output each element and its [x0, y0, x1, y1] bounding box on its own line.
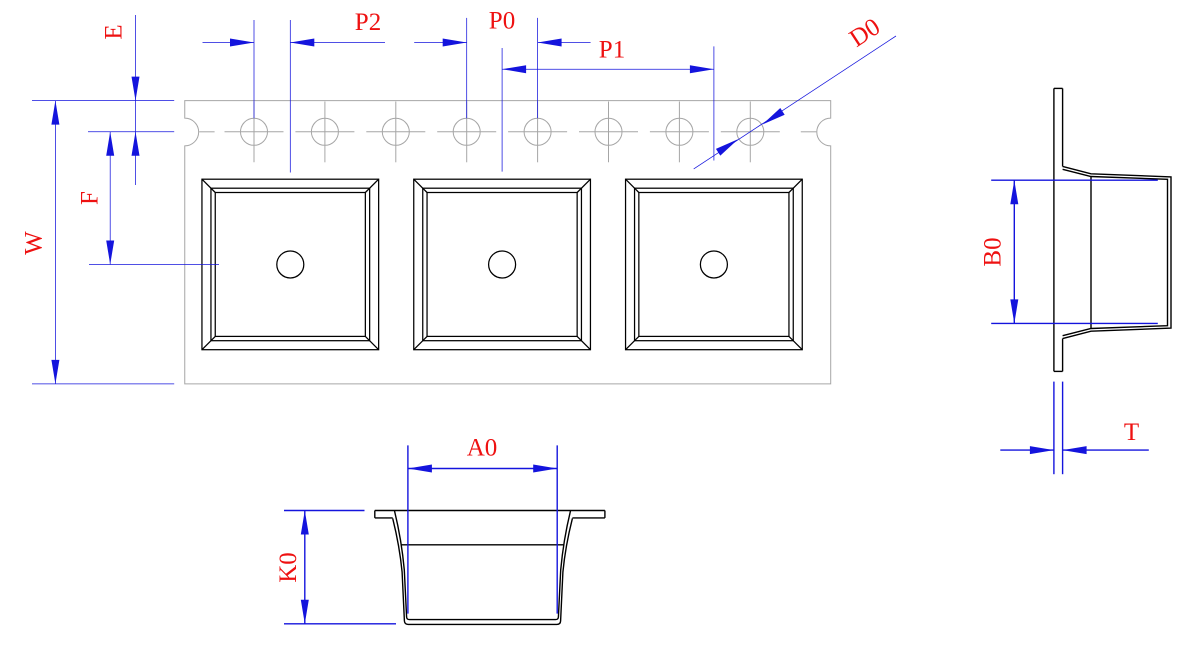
- arrowhead: [300, 599, 309, 624]
- pocket-side-outer: [1062, 165, 1172, 340]
- dims-bottom: [284, 445, 558, 625]
- dim-label-P2: P2: [355, 9, 381, 36]
- pocket-outer: [201, 178, 380, 351]
- dim-label-P0: P0: [489, 8, 515, 35]
- pockets-top-view: [201, 178, 803, 351]
- pocket-corner: [788, 335, 803, 351]
- dim-label-E: E: [101, 24, 128, 39]
- arrowhead: [689, 65, 714, 74]
- pocket-outer: [624, 178, 803, 351]
- arrowhead: [502, 65, 527, 74]
- pocket-corner: [788, 178, 803, 193]
- arrowhead: [106, 240, 115, 265]
- pocket-corner: [576, 335, 591, 351]
- dim-label-T: T: [1124, 419, 1139, 446]
- pocket-corner: [364, 335, 380, 351]
- dim-label-K0: K0: [275, 552, 302, 583]
- pocket-hole: [487, 250, 517, 279]
- pocket-middle: [210, 187, 371, 342]
- tape-outline: [184, 100, 832, 385]
- pocket-side-inner: [1062, 168, 1169, 337]
- dim-label-A0: A0: [467, 435, 498, 462]
- section-side: [1053, 87, 1172, 373]
- arrowhead: [762, 108, 785, 125]
- dims-side: [991, 179, 1158, 475]
- arrowhead: [407, 464, 432, 473]
- pocket-corner: [413, 178, 428, 193]
- pocket-inner: [426, 191, 578, 338]
- pocket-inner: [638, 191, 790, 338]
- arrowhead: [533, 464, 558, 473]
- arrowhead: [131, 131, 140, 156]
- pocket-hole: [276, 250, 305, 279]
- arrowhead: [1010, 299, 1019, 324]
- pocket-corner: [201, 178, 216, 193]
- arrowhead: [715, 139, 739, 156]
- dim-label-P1: P1: [599, 37, 625, 64]
- pocket-middle: [633, 187, 794, 342]
- arrowhead: [230, 38, 254, 47]
- arrowhead: [51, 359, 60, 384]
- dim-label-W: W: [21, 231, 48, 255]
- dim-label-F: F: [77, 191, 104, 205]
- pocket-outer: [413, 178, 592, 351]
- pocket-hole: [699, 250, 729, 279]
- arrowhead: [1029, 446, 1054, 455]
- pocket-inner: [214, 191, 366, 338]
- dims-top-view: [32, 15, 897, 385]
- pocket-corner: [201, 335, 216, 351]
- arrowhead: [51, 100, 60, 125]
- arrowhead: [1010, 180, 1019, 205]
- pocket-wall-outer: [392, 518, 574, 626]
- pocket-corner: [576, 178, 591, 193]
- section-bottom: [374, 509, 606, 626]
- arrowhead: [290, 38, 315, 47]
- arrowhead: [106, 131, 115, 156]
- dim-label-B0: B0: [980, 237, 1007, 266]
- arrowhead: [537, 38, 562, 47]
- pocket-corner: [413, 335, 428, 351]
- arrowhead: [300, 510, 309, 535]
- arrowhead: [442, 38, 467, 47]
- pocket-middle: [422, 187, 583, 342]
- arrowhead: [1062, 446, 1087, 455]
- pocket-corner: [625, 335, 640, 351]
- arrowhead: [131, 76, 140, 101]
- pocket-corner: [625, 178, 640, 193]
- pocket-wall-inner: [393, 510, 572, 621]
- pocket-corner: [364, 178, 380, 193]
